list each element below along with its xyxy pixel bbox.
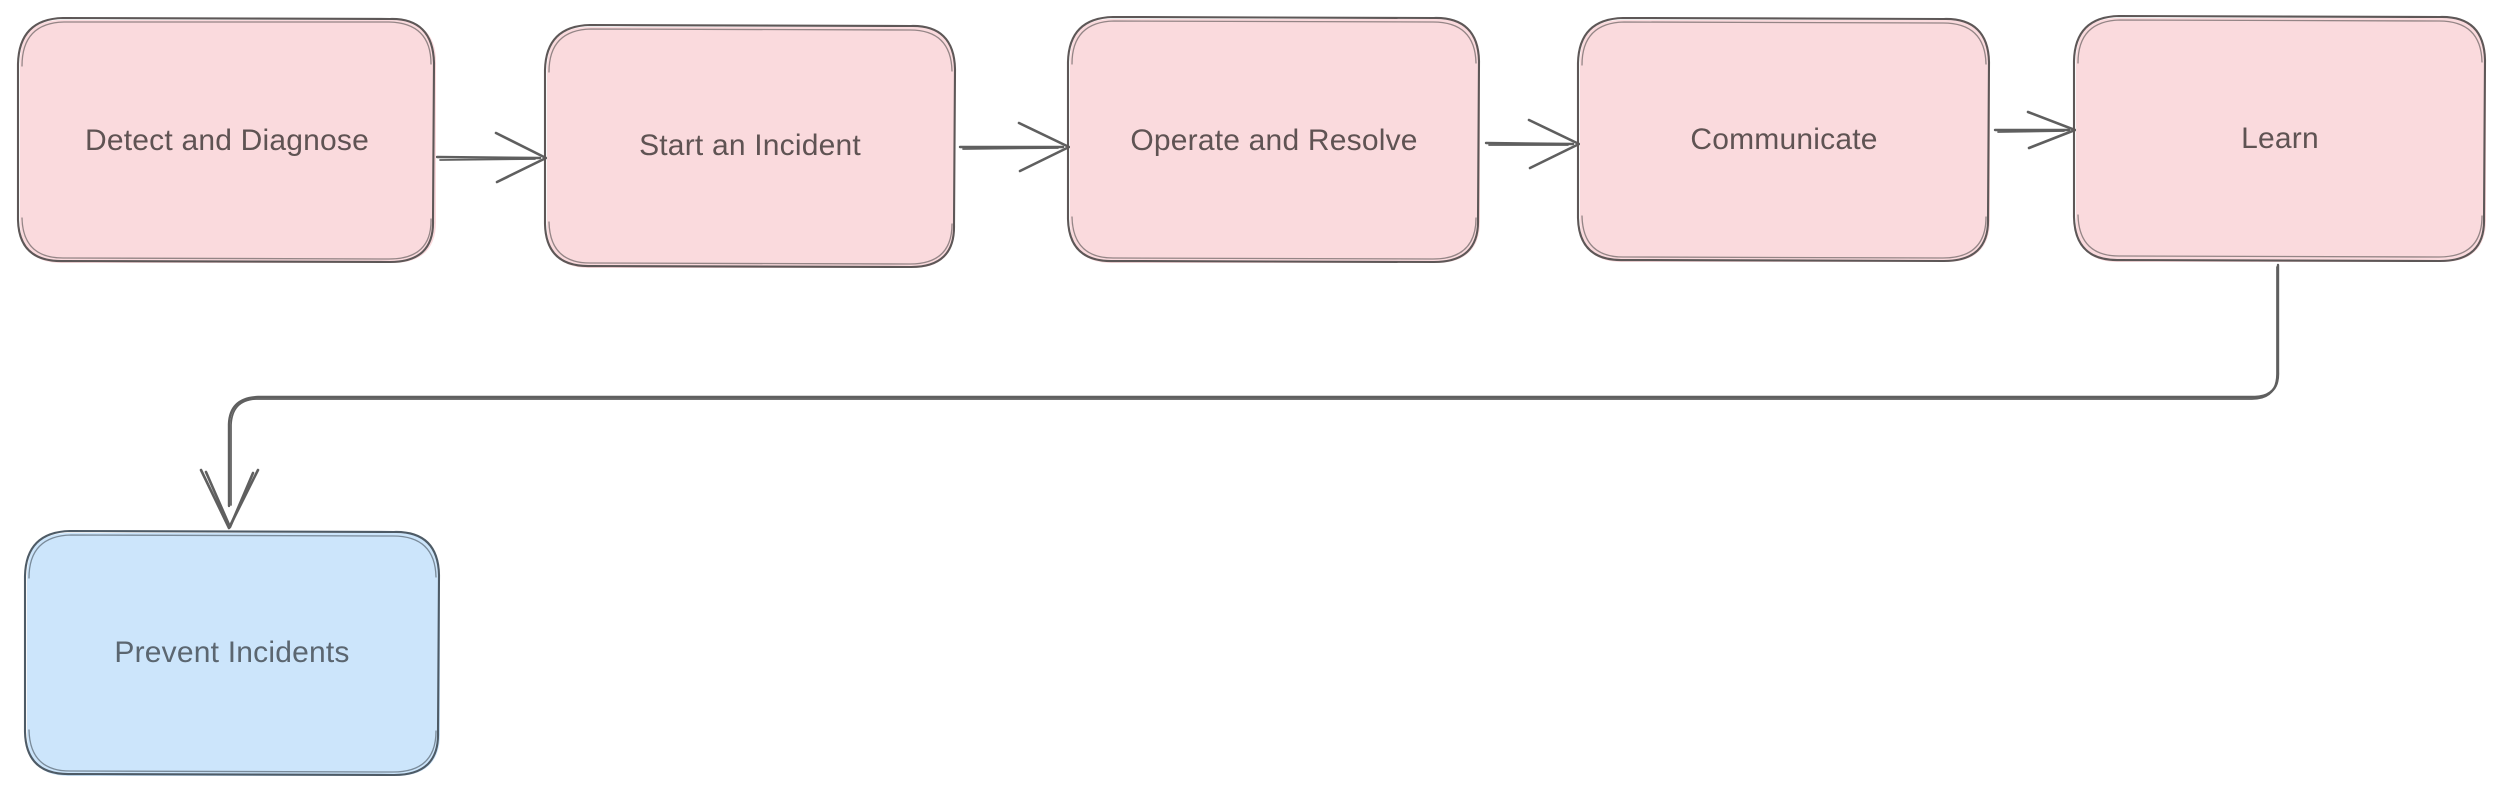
node-detect-and-diagnose[interactable]: Detect and Diagnose	[16, 16, 436, 264]
node-prevent-incidents-outline-sketch	[28, 534, 437, 773]
node-detect-and-diagnose-label: Detect and Diagnose	[85, 124, 369, 157]
edge-detect-to-start	[435, 131, 548, 184]
node-prevent-incidents-label: Prevent Incidents	[114, 636, 349, 669]
node-communicate-outline	[1576, 16, 1991, 263]
edge-operate-to-communicate	[1484, 118, 1581, 170]
node-learn-outline	[2072, 14, 2487, 263]
edge-path-detect-to-start-sketch	[439, 158, 536, 161]
node-communicate-outline-sketch	[1581, 21, 1987, 259]
node-learn-fill	[2076, 18, 2486, 262]
edge-path-learn-to-prevent-sketch	[230, 266, 2278, 506]
node-operate-and-resolve-label: Operate and Resolve	[1130, 124, 1417, 157]
edge-start-to-operate	[958, 121, 1071, 173]
node-communicate[interactable]: Communicate	[1576, 16, 1991, 263]
node-prevent-incidents-fill	[27, 533, 440, 776]
node-detect-and-diagnose-fill	[20, 20, 436, 263]
node-learn-outline-sketch	[2077, 19, 2483, 258]
edge-path-detect-to-start	[435, 155, 542, 160]
edge-path-learn-to-prevent	[227, 263, 2280, 508]
edge-learn-to-prevent	[199, 263, 2280, 530]
edge-path-start-to-operate-sketch	[962, 147, 1059, 150]
node-prevent-incidents[interactable]: Prevent Incidents	[23, 529, 441, 777]
node-start-an-incident[interactable]: Start an Incident	[543, 23, 957, 269]
node-operate-and-resolve[interactable]: Operate and Resolve	[1066, 15, 1481, 264]
node-operate-and-resolve-outline-sketch	[1071, 20, 1477, 260]
node-communicate-fill	[1580, 20, 1990, 262]
edge-path-operate-to-communicate	[1484, 141, 1575, 146]
node-detect-and-diagnose-outline-sketch	[21, 21, 432, 260]
arrowhead-into-prevent-incidents	[199, 468, 260, 530]
node-detect-and-diagnose-outline	[16, 16, 436, 264]
node-start-an-incident-fill	[547, 27, 955, 268]
arrowhead-into-prevent-incidents-sketch	[204, 470, 255, 529]
node-communicate-label: Communicate	[1690, 123, 1877, 156]
node-operate-and-resolve-fill	[1070, 19, 1480, 263]
node-prevent-incidents-outline	[23, 529, 441, 777]
node-learn-label: Learn	[2241, 122, 2319, 155]
node-start-an-incident-outline	[543, 23, 957, 269]
node-start-an-incident-outline-sketch	[548, 28, 953, 265]
node-learn[interactable]: Learn	[2072, 14, 2487, 263]
node-start-an-incident-label: Start an Incident	[639, 129, 861, 162]
edge-path-communicate-to-learn-sketch	[1997, 130, 2065, 133]
edge-communicate-to-learn	[1993, 110, 2077, 150]
node-operate-and-resolve-outline	[1066, 15, 1481, 264]
